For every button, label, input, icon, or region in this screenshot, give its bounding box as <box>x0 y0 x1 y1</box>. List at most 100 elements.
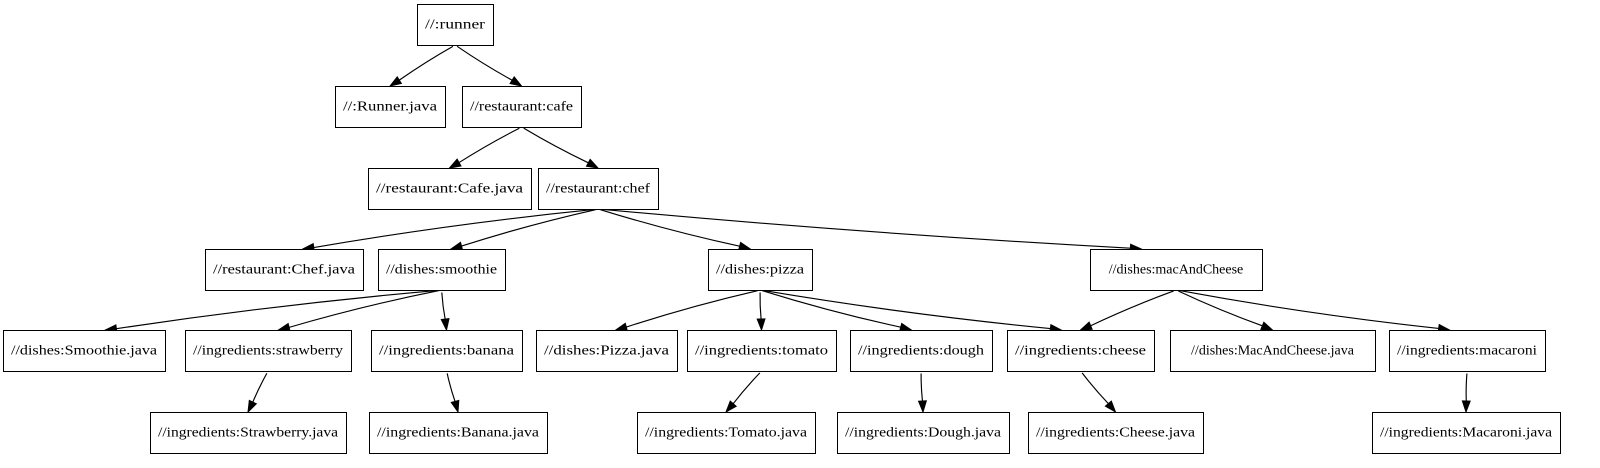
node-box[interactable] <box>837 412 1010 454</box>
arrowhead-icon <box>899 322 913 332</box>
node-box[interactable] <box>850 330 993 372</box>
node-box[interactable] <box>687 330 837 372</box>
edge-dishes_smoothie-to-ing_banana <box>441 292 446 320</box>
node-box[interactable] <box>1372 412 1561 454</box>
edge-runner-to-restaurant_cafe <box>456 45 513 81</box>
edge-restaurant_cafe-to-restaurant_chef <box>523 127 589 164</box>
edge-dishes_macandchee-to-macandcheese_java <box>1178 290 1263 327</box>
graph-node-macaroni_java[interactable]: //ingredients:Macaroni.java <box>1372 412 1561 454</box>
node-label: //restaurant:Cafe.java <box>376 182 524 197</box>
edge-restaurant_chef-to-dishes_smoothie <box>461 209 596 247</box>
node-label: //restaurant:chef <box>546 182 650 197</box>
graph-node-cafe_java[interactable]: //restaurant:Cafe.java <box>368 168 532 210</box>
node-box[interactable] <box>371 330 523 372</box>
node-box[interactable] <box>1028 412 1204 454</box>
graph-node-runner_java[interactable]: //:Runner.java <box>335 86 446 128</box>
node-box[interactable] <box>1007 330 1155 372</box>
graph-node-banana_java[interactable]: //ingredients:Banana.java <box>369 412 548 454</box>
graph-node-dough_java[interactable]: //ingredients:Dough.java <box>837 412 1010 454</box>
node-label: //restaurant:cafe <box>470 100 573 115</box>
node-label: //dishes:MacAndCheese.java <box>1191 344 1355 359</box>
graph-node-macandcheese_java[interactable]: //dishes:MacAndCheese.java <box>1170 330 1376 372</box>
graph-node-cheese_java[interactable]: //ingredients:Cheese.java <box>1028 412 1204 454</box>
edge-dishes_macandchee-to-ing_cheese <box>1090 290 1174 327</box>
arrowhead-icon <box>388 75 403 87</box>
node-label: //dishes:pizza <box>716 263 805 278</box>
arrowhead-icon <box>585 158 600 169</box>
graph-node-restaurant_cafe[interactable]: //restaurant:cafe <box>462 86 582 128</box>
node-box[interactable] <box>536 330 678 372</box>
edge-dishes_macandchee-to-ing_macaroni <box>1178 289 1439 329</box>
node-box[interactable] <box>205 249 364 291</box>
graph-node-ing_dough[interactable]: //ingredients:dough <box>850 330 993 372</box>
node-label: //ingredients:tomato <box>695 344 828 359</box>
arrowhead-icon <box>247 399 258 414</box>
edge-restaurant_chef-to-dishes_pizza <box>600 209 740 247</box>
edge-restaurant_chef-to-chef_java <box>313 208 596 249</box>
graph-node-dishes_macandchee[interactable]: //dishes:macAndCheese <box>1090 249 1263 291</box>
node-label: //dishes:smoothie <box>386 263 497 278</box>
node-box[interactable] <box>1389 330 1546 372</box>
node-label: //:runner <box>425 18 485 33</box>
edge-ing_strawberry-to-strawberry_java <box>252 372 268 403</box>
graph-node-ing_strawberry[interactable]: //ingredients:strawberry <box>185 330 352 372</box>
node-label: //ingredients:cheese <box>1015 344 1146 359</box>
node-box[interactable] <box>708 249 813 291</box>
node-box[interactable] <box>185 330 352 372</box>
arrowhead-icon <box>1260 321 1274 331</box>
edge-ing_banana-to-banana_java <box>446 373 456 402</box>
arrowhead-icon <box>450 399 460 414</box>
graph-node-ing_macaroni[interactable]: //ingredients:macaroni <box>1389 330 1546 372</box>
graph-node-ing_cheese[interactable]: //ingredients:cheese <box>1007 330 1155 372</box>
node-box[interactable] <box>335 86 446 128</box>
graph-node-dishes_pizza[interactable]: //dishes:pizza <box>708 249 813 291</box>
graph-node-pizza_java[interactable]: //dishes:Pizza.java <box>536 330 678 372</box>
graph-node-ing_tomato[interactable]: //ingredients:tomato <box>687 330 837 372</box>
graph-node-dishes_smoothie[interactable]: //dishes:smoothie <box>378 249 506 291</box>
node-box[interactable] <box>462 86 582 128</box>
node-box[interactable] <box>368 168 532 210</box>
arrowhead-icon <box>725 400 738 414</box>
edge-dishes_smoothie-to-smoothie_java <box>116 289 440 330</box>
node-box[interactable] <box>369 412 548 454</box>
graph-node-runner[interactable]: //:runner <box>417 4 494 46</box>
edge-dishes_pizza-to-ing_cheese <box>762 289 1051 330</box>
graph-node-ing_banana[interactable]: //ingredients:banana <box>371 330 523 372</box>
arrowhead-icon <box>449 241 464 251</box>
node-label: //:Runner.java <box>343 100 438 115</box>
node-box[interactable] <box>538 168 659 210</box>
node-layer: //:runner //:Runner.java //restaurant:cafe… <box>3 4 1561 454</box>
graph-node-smoothie_java[interactable]: //dishes:Smoothie.java <box>3 330 166 372</box>
node-box[interactable] <box>1090 249 1263 291</box>
edge-layer <box>103 45 1471 414</box>
edge-runner-to-runner_java <box>398 45 454 81</box>
arrowhead-icon <box>1079 321 1093 331</box>
edge-ing_tomato-to-tomato_java <box>732 372 761 405</box>
edge-dishes_smoothie-to-ing_strawberry <box>288 290 440 328</box>
node-box[interactable] <box>417 4 494 46</box>
node-box[interactable] <box>150 412 347 454</box>
edge-dishes_pizza-to-ing_dough <box>762 290 901 328</box>
edge-ing_dough-to-dough_java <box>920 373 924 402</box>
arrowhead-icon <box>1104 400 1117 414</box>
node-box[interactable] <box>1170 330 1376 372</box>
edge-dishes_pizza-to-pizza_java <box>626 290 758 328</box>
node-label: //ingredients:Dough.java <box>845 426 1002 441</box>
graph-node-tomato_java[interactable]: //ingredients:Tomato.java <box>637 412 816 454</box>
node-label: //dishes:Smoothie.java <box>11 344 158 359</box>
node-box[interactable] <box>378 249 506 291</box>
node-label: //ingredients:banana <box>379 344 515 359</box>
node-label: //ingredients:Tomato.java <box>645 426 808 441</box>
node-box[interactable] <box>3 330 166 372</box>
node-label: //dishes:macAndCheese <box>1109 263 1244 278</box>
node-label: //ingredients:dough <box>858 344 984 359</box>
edge-dishes_pizza-to-ing_tomato <box>759 292 762 320</box>
graph-node-restaurant_chef[interactable]: //restaurant:chef <box>538 168 659 210</box>
arrowhead-icon <box>614 322 629 332</box>
arrowhead-icon <box>737 241 752 251</box>
graph-node-strawberry_java[interactable]: //ingredients:Strawberry.java <box>150 412 347 454</box>
graph-node-chef_java[interactable]: //restaurant:Chef.java <box>205 249 364 291</box>
node-box[interactable] <box>637 412 816 454</box>
